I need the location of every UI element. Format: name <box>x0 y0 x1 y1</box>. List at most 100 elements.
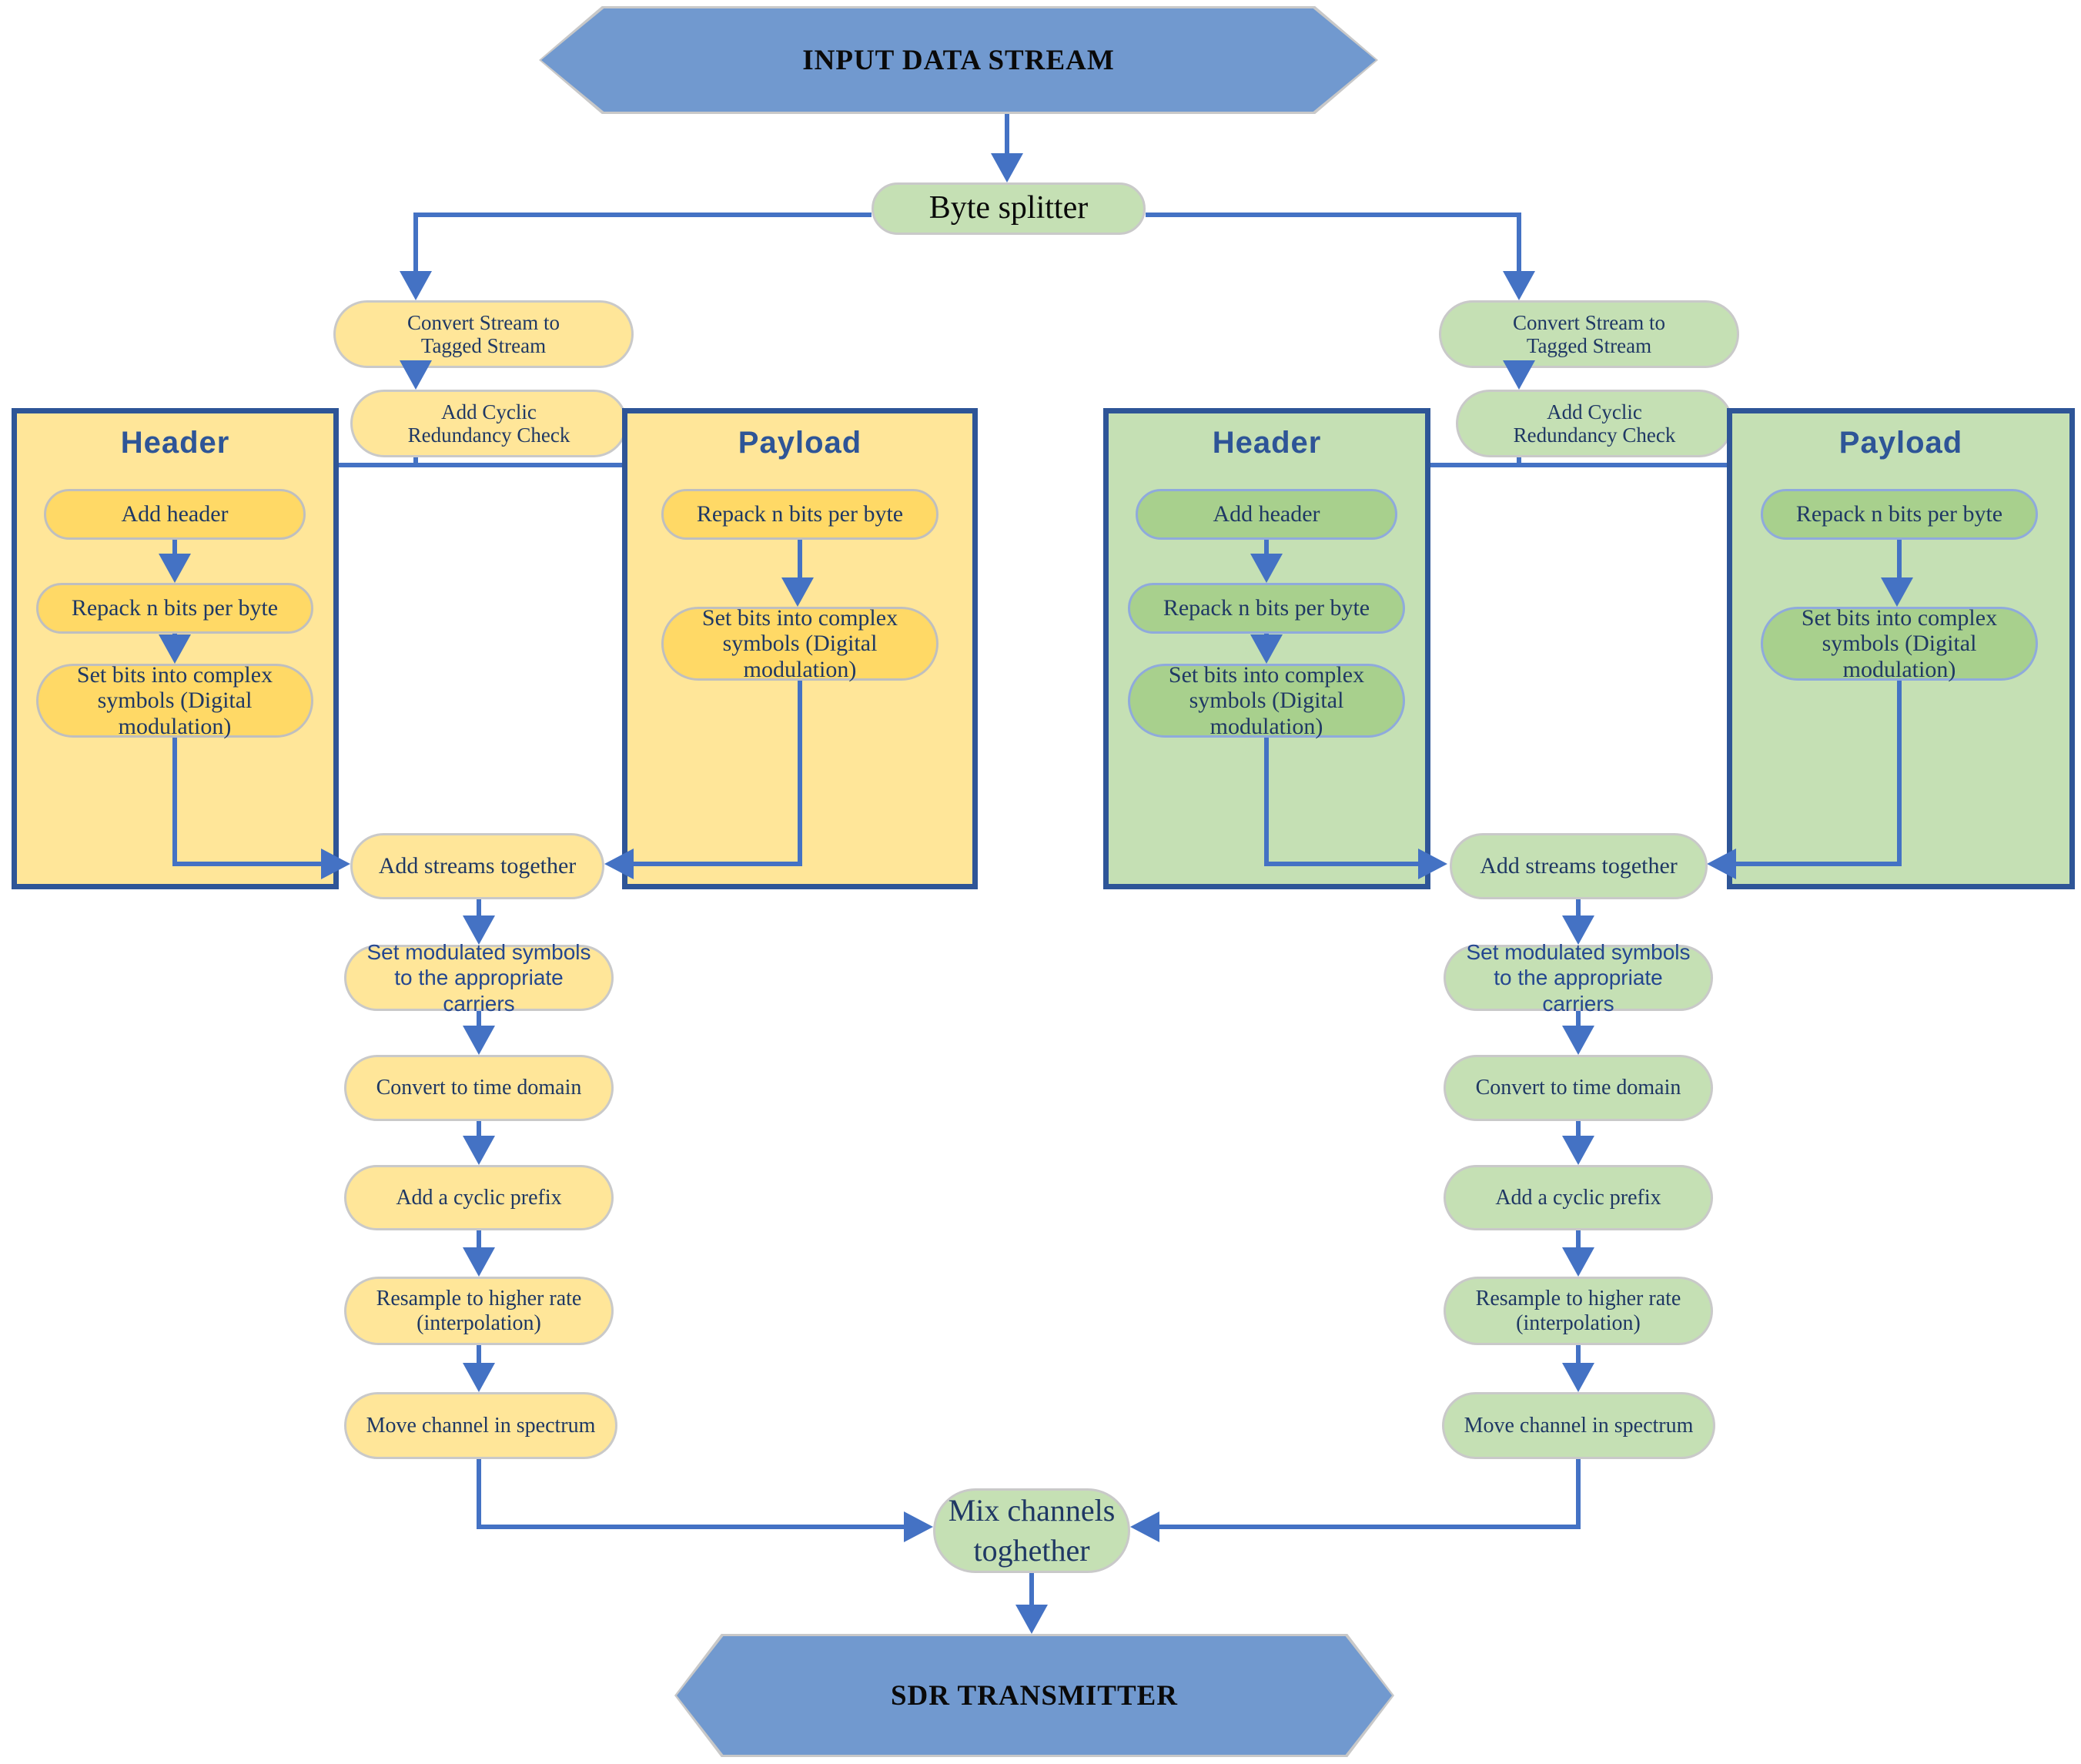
connector-rc-out-h <box>1158 1525 1581 1529</box>
arrowhead-rh-1 <box>1250 554 1283 583</box>
right-crc-node: Add Cyclic Redundancy Check <box>1456 390 1733 457</box>
right-convert-stream-node: Convert Stream to Tagged Stream <box>1439 300 1739 368</box>
arrowhead-mix-from-right <box>1130 1511 1159 1542</box>
left-payload-box-title: Payload <box>738 426 862 460</box>
left-crc-node: Add Cyclic Redundancy Check <box>350 390 627 457</box>
arrowhead-right-addstreams-from-payload <box>1707 849 1736 879</box>
arrowhead-rc-5 <box>1562 1363 1594 1392</box>
connector-left-crc-split <box>177 463 810 467</box>
connector-lp-1 <box>798 540 802 582</box>
left-header-step-repack: Repack n bits per byte <box>36 583 313 634</box>
arrowhead-right-addstreams-from-header <box>1418 849 1447 879</box>
right-chain-cyclic-prefix: Add a cyclic prefix <box>1444 1165 1713 1230</box>
connector-rc-out-v <box>1576 1459 1581 1529</box>
arrowhead-left-convert <box>400 271 432 300</box>
connector-rh-out-v <box>1264 738 1269 866</box>
left-chain-convert-time: Convert to time domain <box>344 1055 614 1121</box>
connector-splitter-left <box>413 213 872 217</box>
connector-lc-2 <box>477 1011 481 1029</box>
right-header-step-repack: Repack n bits per byte <box>1128 583 1405 634</box>
connector-lh-1 <box>172 540 177 560</box>
sdr-transmitter-label: SDR TRANSMITTER <box>677 1636 1392 1755</box>
connector-lc-4 <box>477 1230 481 1251</box>
connector-rc-1 <box>1576 899 1581 918</box>
connector-rc-4 <box>1576 1230 1581 1251</box>
sdr-transmitter-hexagon: SDR TRANSMITTER <box>674 1634 1394 1757</box>
right-chain-convert-time: Convert to time domain <box>1444 1055 1713 1121</box>
arrowhead-left-convert-to-crc <box>400 360 432 390</box>
arrowhead-lp-1 <box>781 577 814 607</box>
connector-splitter-right <box>1146 213 1521 217</box>
arrowhead-lc-2 <box>463 1026 495 1055</box>
arrowhead-rc-4 <box>1562 1247 1594 1277</box>
left-chain-resample: Resample to higher rate (interpolation) <box>344 1277 614 1345</box>
byte-splitter-node: Byte splitter <box>872 182 1146 235</box>
arrowhead-left-addstreams-from-header <box>321 849 350 879</box>
arrowhead-right-convert <box>1503 271 1535 300</box>
connector-lp-out-h <box>611 862 798 866</box>
connector-rp-out-v <box>1897 681 1902 866</box>
left-chain-cyclic-prefix: Add a cyclic prefix <box>344 1165 614 1230</box>
connector-rc-5 <box>1576 1345 1581 1367</box>
connector-mix-to-sdr <box>1029 1573 1034 1608</box>
connector-lc-out-h <box>477 1525 905 1529</box>
right-chain-add-streams: Add streams together <box>1450 833 1708 899</box>
right-chain-move-channel: Move channel in spectrum <box>1442 1392 1715 1459</box>
left-header-box-title: Header <box>120 426 230 460</box>
right-header-step-add-header: Add header <box>1136 489 1397 540</box>
connector-rc-2 <box>1576 1011 1581 1029</box>
connector-lc-1 <box>477 899 481 918</box>
connector-rh-out-h <box>1264 862 1418 866</box>
input-data-stream-label: INPUT DATA STREAM <box>541 8 1376 112</box>
mix-channels-node: Mix channels toghether <box>933 1488 1130 1573</box>
left-header-step-setbits: Set bits into complex symbols (Digital m… <box>36 662 313 739</box>
arrowhead-rc-2 <box>1562 1026 1594 1055</box>
connector-lh-out-h <box>172 862 338 866</box>
connector-left-crc-tail <box>413 457 418 465</box>
arrowhead-mix-to-sdr <box>1015 1605 1048 1634</box>
right-payload-step-setbits: Set bits into complex symbols (Digital m… <box>1761 605 2038 682</box>
arrowhead-input-to-splitter <box>991 153 1023 182</box>
arrowhead-rc-1 <box>1562 915 1594 945</box>
arrowhead-right-convert-to-crc <box>1503 360 1535 390</box>
arrowhead-lc-4 <box>463 1247 495 1277</box>
connector-right-crc-tail <box>1517 457 1521 465</box>
connector-lp-out-v <box>798 681 802 866</box>
right-payload-step-repack: Repack n bits per byte <box>1761 489 2038 540</box>
connector-lc-5 <box>477 1345 481 1367</box>
left-payload-step-setbits: Set bits into complex symbols (Digital m… <box>661 605 938 682</box>
connector-lc-out-v <box>477 1459 481 1529</box>
right-chain-resample: Resample to higher rate (interpolation) <box>1444 1277 1713 1345</box>
connector-input-to-splitter <box>1005 114 1009 154</box>
left-chain-move-channel: Move channel in spectrum <box>344 1392 617 1459</box>
connector-splitter-right-drop <box>1517 213 1521 273</box>
left-header-step-add-header: Add header <box>44 489 306 540</box>
connector-rp-out-h <box>1736 862 1897 866</box>
right-header-step-setbits: Set bits into complex symbols (Digital m… <box>1128 662 1405 739</box>
right-chain-set-modulated: Set modulated symbols to the appropriate… <box>1444 940 1713 1016</box>
arrowhead-lh-2 <box>159 634 191 664</box>
connector-right-crc-split <box>1268 463 1905 467</box>
arrowhead-rh-2 <box>1250 634 1283 664</box>
arrowhead-rp-1 <box>1881 577 1913 607</box>
arrowhead-mix-from-left <box>904 1511 933 1542</box>
left-payload-step-repack: Repack n bits per byte <box>661 489 938 540</box>
arrowhead-lc-5 <box>463 1363 495 1392</box>
arrowhead-lc-3 <box>463 1136 495 1165</box>
right-payload-box-title: Payload <box>1838 426 1963 460</box>
input-data-stream-hexagon: INPUT DATA STREAM <box>539 6 1378 114</box>
connector-lh-out-v <box>172 738 177 866</box>
arrowhead-lh-1 <box>159 554 191 583</box>
left-chain-add-streams: Add streams together <box>350 833 604 899</box>
arrowhead-lc-1 <box>463 915 495 945</box>
connector-rh-1 <box>1264 540 1269 560</box>
right-header-box-title: Header <box>1212 426 1322 460</box>
arrowhead-rc-3 <box>1562 1136 1594 1165</box>
connector-lc-3 <box>477 1121 481 1140</box>
connector-rc-3 <box>1576 1121 1581 1140</box>
connector-splitter-left-drop <box>413 213 418 273</box>
left-convert-stream-node: Convert Stream to Tagged Stream <box>333 300 634 368</box>
left-chain-set-modulated: Set modulated symbols to the appropriate… <box>344 940 614 1016</box>
arrowhead-left-addstreams-from-payload <box>604 849 634 879</box>
connector-rp-1 <box>1897 540 1902 582</box>
